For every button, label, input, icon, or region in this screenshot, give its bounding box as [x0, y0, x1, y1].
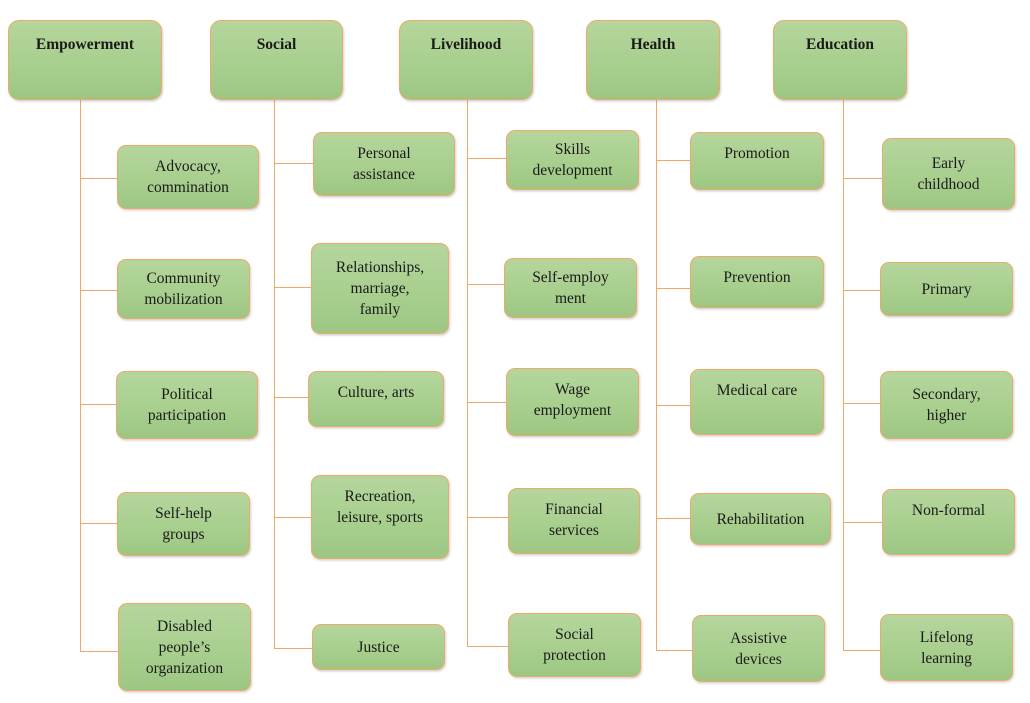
header-education: Education [773, 20, 907, 100]
connector-branch [656, 405, 690, 406]
item-justice: Justice [312, 624, 445, 670]
item-label: Prevention [723, 269, 791, 286]
item-recreation: Recreation, leisure, sports [311, 475, 449, 559]
item-disabled-peoples-organization: Disabled people’s organization [118, 603, 251, 691]
header-label: Social [256, 36, 297, 53]
item-label: Relationships, marriage, family [335, 259, 425, 318]
item-medical-care: Medical care [690, 369, 824, 435]
header-social: Social [210, 20, 343, 100]
connector-branch [274, 648, 312, 649]
item-label: Rehabilitation [716, 510, 805, 528]
connector-branch [467, 402, 506, 403]
item-prevention: Prevention [690, 256, 824, 308]
item-primary: Primary [880, 262, 1013, 316]
connector-trunk-empowerment [80, 99, 81, 651]
header-label: Education [805, 36, 875, 53]
connector-branch [80, 523, 117, 524]
item-wage-employment: Wage employment [506, 368, 639, 436]
connector-branch [274, 517, 311, 518]
connector-trunk-health [656, 99, 657, 650]
connector-branch [656, 288, 690, 289]
connector-branch [656, 518, 690, 519]
header-label: Livelihood [430, 36, 502, 53]
header-label: Empowerment [35, 36, 135, 53]
connector-branch [80, 178, 117, 179]
item-label: Financial services [545, 501, 603, 539]
connector-branch [274, 287, 311, 288]
connector-branch [467, 158, 506, 159]
item-promotion: Promotion [690, 132, 824, 190]
item-label: Self-help groups [155, 505, 212, 543]
connector-trunk-social [274, 99, 275, 648]
connector-branch [843, 290, 880, 291]
item-label: Early childhood [917, 155, 980, 193]
item-label: Promotion [724, 145, 790, 162]
item-self-help-groups: Self-help groups [117, 492, 250, 556]
item-label: Lifelong learning [919, 628, 974, 667]
item-social-protection: Social protection [508, 613, 641, 677]
item-relationships: Relationships, marriage, family [311, 243, 449, 334]
item-personal-assistance: Personal assistance [313, 132, 455, 196]
item-label: Wage employment [533, 381, 612, 419]
connector-branch [274, 163, 313, 164]
connector-branch [467, 646, 508, 647]
item-label: Culture, arts [337, 384, 415, 401]
connector-trunk-education [843, 99, 844, 650]
item-label: Personal assistance [353, 145, 415, 183]
connector-branch [467, 284, 504, 285]
item-label: Recreation, leisure, sports [336, 488, 424, 526]
header-livelihood: Livelihood [399, 20, 533, 100]
item-culture-arts: Culture, arts [308, 371, 444, 427]
item-label: Medical care [716, 382, 798, 399]
header-empowerment: Empowerment [8, 20, 162, 100]
item-advocacy: Advocacy, commination [117, 145, 259, 209]
item-financial-services: Financial services [508, 488, 640, 554]
item-early-childhood: Early childhood [882, 138, 1015, 210]
item-label: Social protection [543, 626, 606, 664]
item-assistive-devices: Assistive devices [692, 615, 825, 682]
item-rehabilitation: Rehabilitation [690, 493, 831, 545]
item-label: Skills development [532, 141, 613, 179]
connector-branch [843, 650, 880, 651]
item-label: Assistive devices [730, 629, 787, 668]
item-label: Advocacy, commination [147, 158, 229, 196]
connector-branch [80, 651, 118, 652]
item-label: Non-formal [911, 502, 986, 519]
item-label: Disabled people’s organization [145, 617, 224, 677]
item-political-participation: Political participation [116, 371, 258, 439]
connector-trunk-livelihood [467, 99, 468, 646]
item-label: Community mobilization [144, 270, 223, 308]
header-health: Health [586, 20, 720, 100]
connector-branch [467, 517, 508, 518]
item-skills-development: Skills development [506, 130, 639, 190]
item-non-formal: Non-formal [882, 489, 1015, 555]
item-label: Political participation [147, 386, 227, 424]
connector-branch [843, 522, 882, 523]
item-community-mobilization: Community mobilization [117, 259, 250, 319]
connector-branch [656, 650, 692, 651]
item-self-employment: Self-employ ment [504, 258, 637, 318]
item-label: Secondary, higher [912, 386, 981, 424]
header-label: Health [630, 36, 676, 53]
connector-branch [843, 403, 880, 404]
connector-branch [274, 397, 308, 398]
connector-branch [656, 160, 690, 161]
connector-branch [843, 178, 882, 179]
connector-branch [80, 404, 116, 405]
item-label: Self-employ ment [532, 269, 609, 307]
item-label: Justice [357, 638, 400, 656]
item-secondary-higher: Secondary, higher [880, 371, 1013, 439]
connector-branch [80, 290, 117, 291]
item-label: Primary [921, 280, 972, 298]
item-lifelong-learning: Lifelong learning [880, 614, 1013, 681]
